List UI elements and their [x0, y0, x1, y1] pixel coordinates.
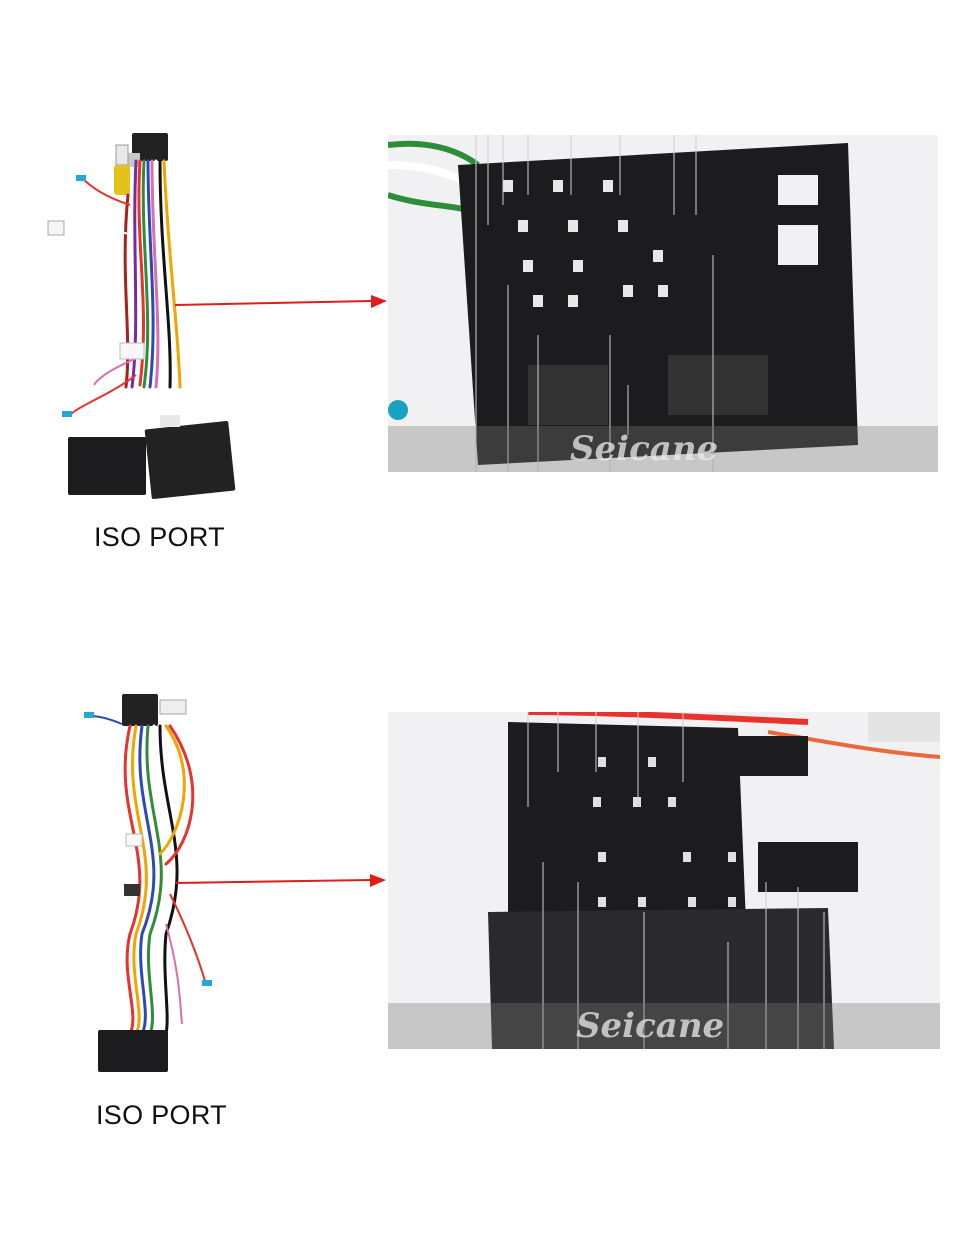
section-1: ISO PORT [0, 0, 980, 600]
wiring-harness-image [47, 133, 236, 500]
wiring-harness-image [84, 694, 212, 1072]
connector-closeup-photo: Seicane [388, 135, 938, 472]
watermark-band [388, 426, 938, 472]
red-arrow-icon [175, 295, 387, 308]
connector-illustration [388, 712, 940, 1049]
connector-closeup-photo: Seicane [388, 712, 940, 1049]
connector-illustration [388, 135, 938, 472]
caption-iso-port: ISO PORT [96, 1100, 227, 1130]
red-arrow-icon [176, 874, 386, 887]
watermark-logo: Seicane [570, 429, 719, 469]
caption-iso-port: ISO PORT [94, 522, 225, 552]
watermark-band [388, 1003, 940, 1049]
watermark-logo: Seicane [576, 1006, 725, 1046]
section-2: ISO PORT [0, 680, 980, 1258]
